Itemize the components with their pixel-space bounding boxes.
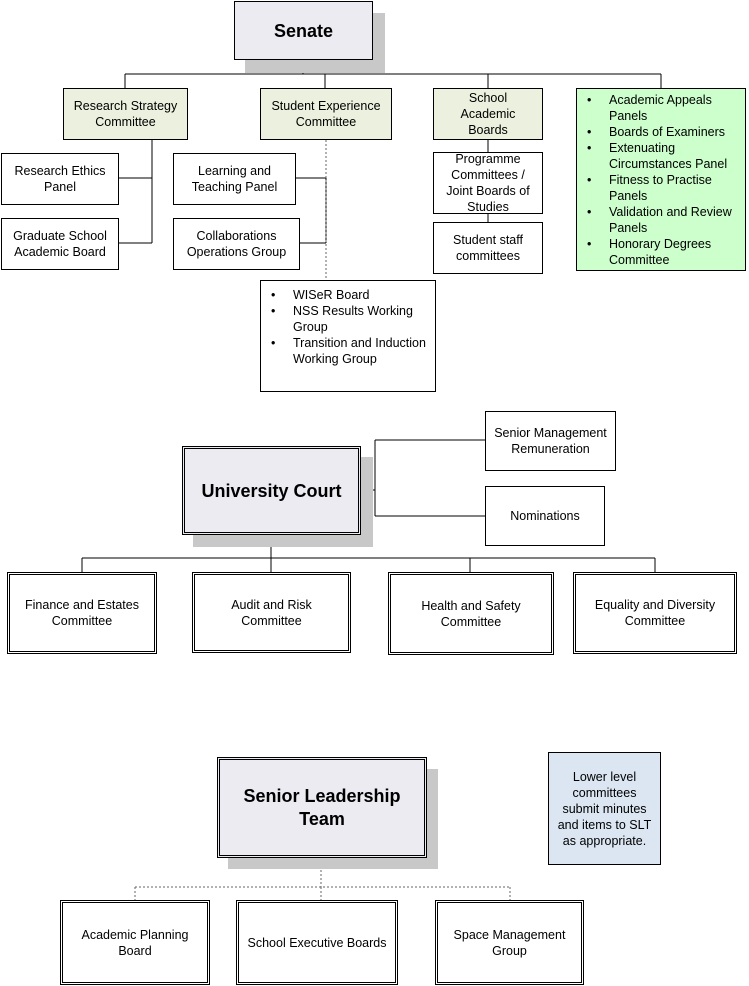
slt-box: Senior Leadership Team (217, 757, 427, 858)
finance-estates-committee-box: Finance and Estates Committee (7, 572, 157, 654)
school-executive-boards-label: School Executive Boards (247, 935, 387, 950)
graduate-school-board-box: Graduate School Academic Board (1, 218, 119, 270)
space-management-group-box: Space Management Group (435, 900, 584, 985)
list-item: Boards of Examiners (581, 124, 741, 140)
health-safety-committee-label: Health and Safety Committee (421, 598, 521, 629)
school-executive-boards-box: School Executive Boards (236, 900, 398, 985)
university-court-title: University Court (201, 480, 342, 501)
working-groups-box: WISeR Board NSS Results Working Group Tr… (260, 280, 436, 392)
finance-estates-committee-label: Finance and Estates Committee (25, 598, 139, 628)
student-staff-committees-box: Student staff committees (433, 222, 543, 274)
working-groups-list: WISeR Board NSS Results Working Group Tr… (265, 287, 431, 367)
research-strategy-committee-box: Research Strategy Committee (63, 88, 188, 140)
nominations-label: Nominations (510, 509, 580, 523)
research-ethics-panel-box: Research Ethics Panel (1, 153, 119, 205)
other-panels-box: Academic Appeals Panels Boards of Examin… (576, 88, 746, 271)
list-item: Validation and Review Panels (581, 204, 741, 236)
academic-planning-board-label: Academic Planning Board (81, 927, 189, 958)
research-strategy-committee-label: Research Strategy Committee (73, 99, 178, 129)
slt-note-box: Lower level committees submit minutes an… (548, 752, 661, 865)
list-item: Academic Appeals Panels (581, 92, 741, 124)
list-item: Extenuating Circumstances Panel (581, 140, 741, 172)
nominations-box: Nominations (485, 486, 605, 546)
collaborations-group-box: Collaborations Operations Group (173, 218, 300, 270)
university-court-box: University Court (182, 446, 361, 535)
list-item: NSS Results Working Group (265, 303, 431, 335)
list-item: Fitness to Practise Panels (581, 172, 741, 204)
programme-committees-box: Programme Committees / Joint Boards of S… (433, 152, 543, 214)
student-experience-committee-label: Student Experience Committee (271, 99, 381, 129)
slt-title: Senior Leadership Team (243, 785, 401, 829)
academic-planning-board-box: Academic Planning Board (60, 900, 210, 985)
school-academic-boards-box: School Academic Boards (433, 88, 543, 140)
programme-committees-label: Programme Committees / Joint Boards of S… (446, 152, 530, 214)
audit-risk-committee-box: Audit and Risk Committee (192, 572, 351, 653)
senate-box: Senate (234, 1, 373, 60)
collaborations-group-label: Collaborations Operations Group (186, 229, 287, 259)
senior-management-remuneration-box: Senior Management Remuneration (485, 411, 616, 471)
senior-management-remuneration-label: Senior Management Remuneration (494, 426, 607, 456)
research-ethics-panel-label: Research Ethics Panel (14, 164, 106, 194)
graduate-school-board-label: Graduate School Academic Board (13, 229, 107, 259)
space-management-group-label: Space Management Group (453, 927, 566, 958)
list-item: Honorary Degrees Committee (581, 236, 741, 268)
student-experience-committee-box: Student Experience Committee (260, 88, 392, 140)
student-staff-committees-label: Student staff committees (453, 233, 523, 263)
equality-diversity-committee-label: Equality and Diversity Committee (594, 598, 716, 628)
learning-teaching-panel-box: Learning and Teaching Panel (173, 153, 296, 205)
senate-title: Senate (273, 20, 334, 41)
list-item: Transition and Induction Working Group (265, 335, 431, 367)
health-safety-committee-box: Health and Safety Committee (388, 572, 554, 655)
learning-teaching-panel-label: Learning and Teaching Panel (191, 164, 278, 194)
other-panels-list: Academic Appeals Panels Boards of Examin… (581, 92, 741, 268)
list-item: WISeR Board (265, 287, 431, 303)
school-academic-boards-label: School Academic Boards (460, 91, 516, 137)
slt-note-text: Lower level committees submit minutes an… (557, 769, 652, 848)
equality-diversity-committee-box: Equality and Diversity Committee (573, 572, 737, 654)
audit-risk-committee-label: Audit and Risk Committee (231, 597, 312, 628)
